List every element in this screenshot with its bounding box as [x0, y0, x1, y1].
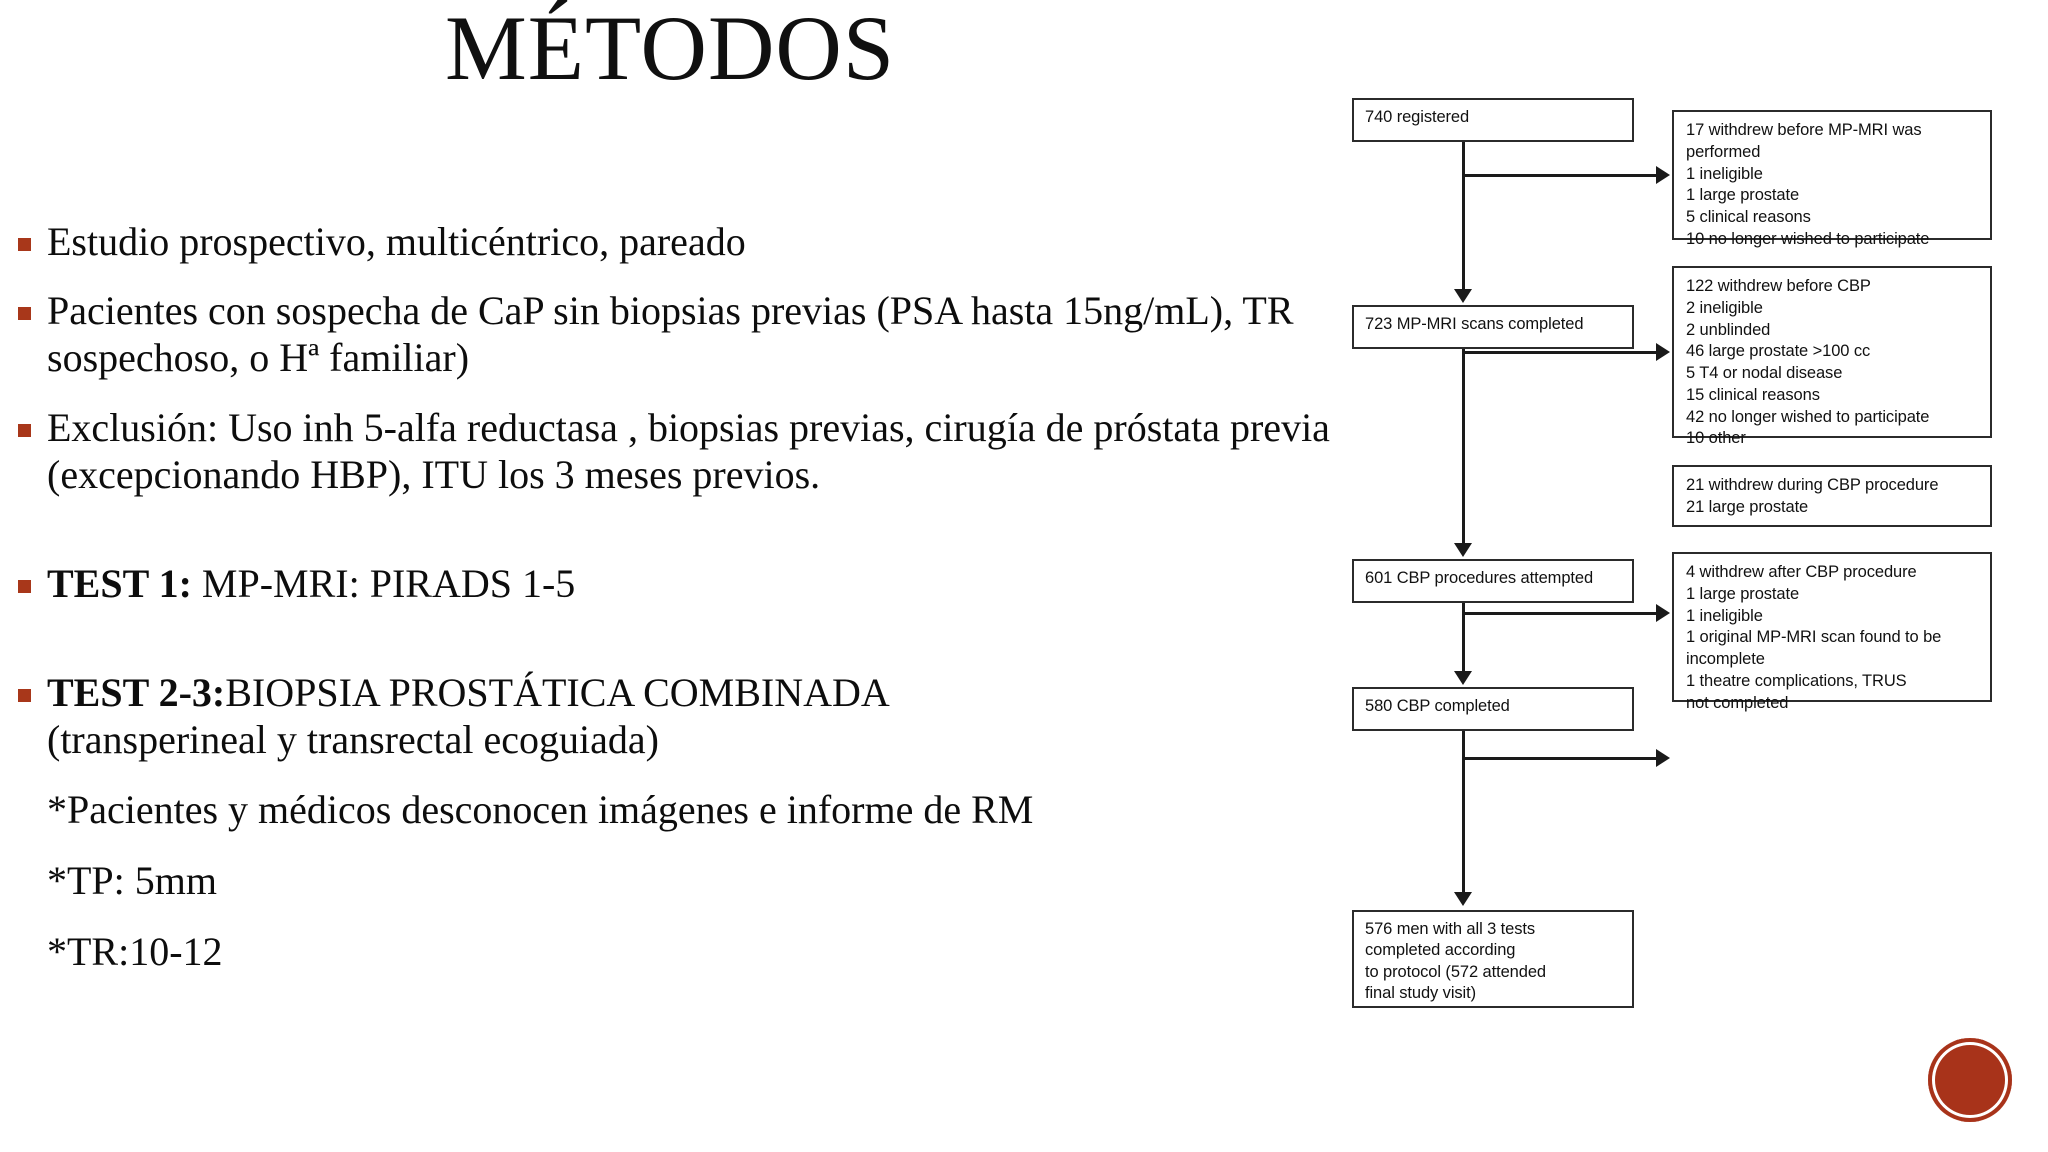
arrowhead-right-4	[1656, 749, 1670, 767]
arrowhead-down-4	[1454, 892, 1472, 906]
test-2-3-label: TEST 2-3:	[47, 670, 226, 716]
connector-branch-5	[1462, 757, 1658, 760]
note-blinding: *Pacientes y médicos desconocen imágenes…	[47, 786, 1034, 832]
spacer	[18, 520, 1348, 560]
note-tp: *TP: 5mm	[47, 857, 218, 903]
connector-trunk-1	[1462, 142, 1465, 291]
bullet-marker	[18, 307, 31, 321]
flow-box-withdrew-during-cbp: 21 withdrew during CBP procedure 21 larg…	[1672, 465, 1992, 527]
spacer	[18, 629, 1348, 669]
bullet-text-exclusion-criteria: Exclusión: Uso inh 5-alfa reductasa , bi…	[47, 404, 1330, 497]
connector-trunk-2	[1462, 349, 1465, 545]
test-1-text: MP-MRI: PIRADS 1-5	[191, 560, 576, 606]
arrowhead-down-3	[1454, 671, 1472, 685]
flow-box-cbp-completed: 580 CBP completed	[1352, 687, 1634, 731]
arrowhead-right-3	[1656, 604, 1670, 622]
flow-box-mri-completed: 723 MP-MRI scans completed	[1352, 305, 1634, 349]
note-tr: *TR:10-12	[47, 928, 223, 974]
flow-box-withdrew-before-cbp: 122 withdrew before CBP 2 ineligible 2 u…	[1672, 266, 1992, 447]
connector-trunk-3	[1462, 603, 1465, 673]
test-1-line: TEST 1: MP-MRI: PIRADS 1-5	[47, 560, 1348, 607]
flow-box-final-cohort: 576 men with all 3 tests completed accor…	[1352, 910, 1634, 1008]
flow-box-registered: 740 registered	[1352, 98, 1634, 142]
bullet-marker	[18, 579, 31, 593]
test-2-3-line: TEST 2-3:BIOPSIA PROSTÁTICA COMBINADA(tr…	[47, 669, 1348, 763]
arrowhead-right-1	[1656, 166, 1670, 184]
connector-branch-2	[1462, 351, 1658, 354]
bullet-marker	[18, 423, 31, 437]
bullet-list: Estudio prospectivo, multicéntrico, pare…	[18, 218, 1348, 999]
connector-branch-3	[1462, 612, 1658, 615]
study-flowchart: 740 registered 723 MP-MRI scans complete…	[1352, 70, 2042, 1070]
list-item: Exclusión: Uso inh 5-alfa reductasa , bi…	[18, 404, 1348, 498]
connector-branch-1	[1462, 174, 1658, 177]
connector-trunk-4	[1462, 731, 1465, 894]
bullet-marker	[18, 689, 31, 703]
arrowhead-down-2	[1454, 543, 1472, 557]
flow-box-withdrew-before-mri: 17 withdrew before MP-MRI was performed …	[1672, 110, 1992, 248]
list-item-test-2-3: TEST 2-3:BIOPSIA PROSTÁTICA COMBINADA(tr…	[18, 669, 1348, 763]
list-item: Pacientes con sospecha de CaP sin biopsi…	[18, 287, 1348, 381]
test-2-3-subtext: (transperineal y transrectal ecoguiada)	[47, 717, 659, 763]
bullet-marker	[18, 238, 31, 251]
bullet-text-study-design: Estudio prospectivo, multicéntrico, pare…	[47, 219, 746, 264]
test-2-3-text: BIOPSIA PROSTÁTICA COMBINADA	[225, 670, 890, 716]
page-title: MÉTODOS	[444, 0, 896, 99]
organization-logo	[1928, 1038, 2012, 1122]
list-item: Estudio prospectivo, multicéntrico, pare…	[18, 218, 1348, 265]
arrowhead-down-1	[1454, 289, 1472, 303]
test-1-label: TEST 1:	[47, 560, 192, 606]
bullet-text-inclusion-criteria: Pacientes con sospecha de CaP sin biopsi…	[47, 288, 1294, 381]
flow-box-withdrew-after-cbp: 4 withdrew after CBP procedure 1 large p…	[1672, 552, 1992, 712]
arrowhead-right-2	[1656, 343, 1670, 361]
flow-box-cbp-attempted: 601 CBP procedures attempted	[1352, 559, 1634, 603]
list-item-test-1: TEST 1: MP-MRI: PIRADS 1-5	[18, 560, 1348, 607]
